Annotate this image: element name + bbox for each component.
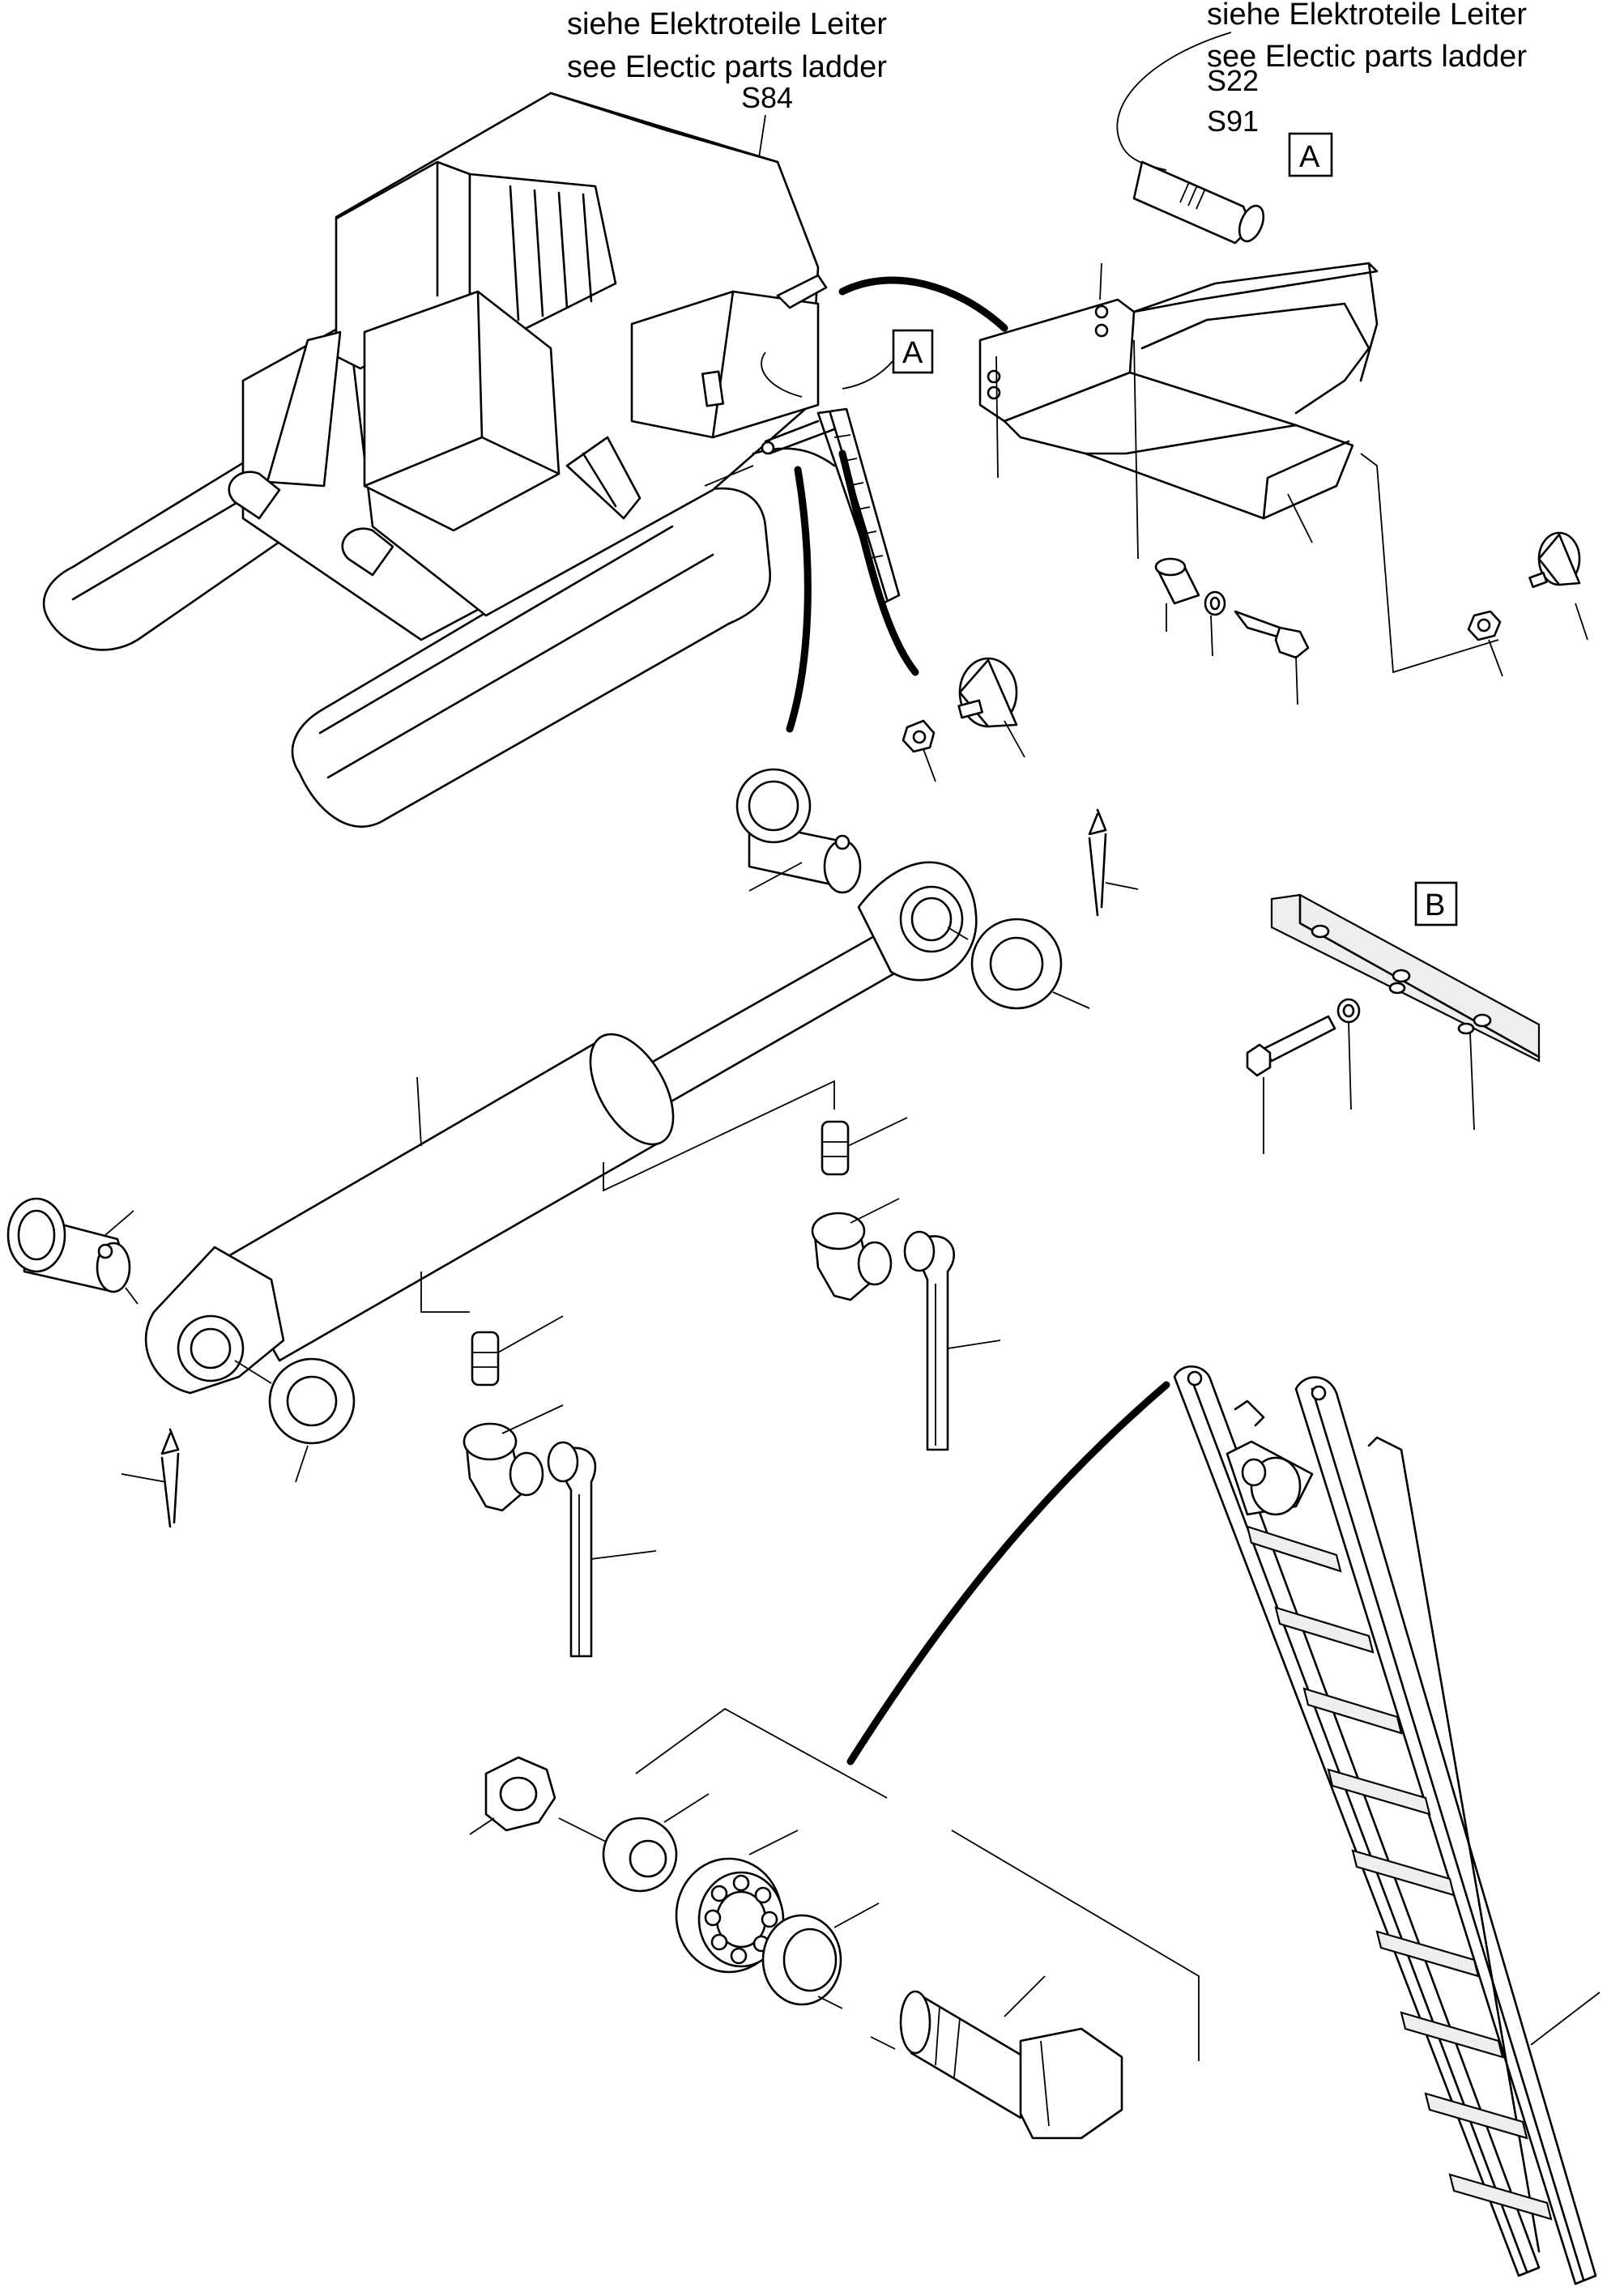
hose-assembly-lower — [462, 1315, 657, 1658]
callout-right-ref-s91: S91 — [1207, 104, 1259, 138]
callout-left-english: see Electic parts ladder — [567, 50, 887, 84]
leader-bracket-a — [838, 276, 1008, 332]
callout-right-german: siehe Elektroteile Leiter — [1207, 0, 1527, 32]
detail-marker-a-top: A — [1288, 132, 1333, 177]
callout-right-english: see Electic parts ladder — [1207, 40, 1527, 74]
adapter-upper — [821, 1120, 850, 1176]
callout-left-german: siehe Elektroteile Leiter — [567, 7, 887, 41]
detail-marker-a-machine: A — [892, 329, 934, 374]
svg-text:A: A — [902, 336, 923, 370]
ladder-handrail — [1367, 1436, 1541, 2253]
bracket-a-rail — [1132, 262, 1379, 313]
boom-arm — [266, 330, 342, 488]
excavator-machine — [42, 92, 894, 828]
rubber-buffer-right — [1467, 531, 1588, 677]
bracket-a-assembly — [978, 262, 1499, 674]
leader-ladder — [846, 1381, 1170, 1766]
crawler-track-front — [291, 487, 772, 828]
hydraulic-cylinder-assembly — [6, 768, 1139, 1528]
svg-text:A: A — [1299, 140, 1320, 174]
bearing-assembly — [469, 1707, 1200, 2140]
cylinder-rod — [638, 930, 913, 1107]
detail-marker-b-bracket: B — [1414, 881, 1458, 926]
electric-box-s84 — [701, 370, 724, 407]
svg-text:B: B — [1425, 888, 1445, 922]
bracket-b-assembly — [1246, 893, 1541, 1154]
hose-assembly-upper — [811, 1117, 1001, 1451]
leader-cylinder — [786, 466, 812, 733]
leader-gusset — [838, 449, 919, 676]
cotter-pin-top — [1088, 808, 1107, 917]
cotter-pin-bottom — [160, 1428, 180, 1528]
adapter-lower — [471, 1331, 500, 1387]
ladder-rungs — [1246, 1525, 1553, 2221]
callout-right-ref-s22: S22 — [1207, 64, 1259, 97]
access-ladder — [1173, 1365, 1601, 2285]
rubber-buffer-middle — [902, 657, 1025, 782]
proximity-sensor — [1116, 32, 1265, 245]
bracket-a-hardware — [1154, 557, 1310, 705]
callout-right: siehe Elektroteile Leiter see Electic pa… — [1207, 0, 1527, 138]
callout-left: siehe Elektroteile Leiter see Electic pa… — [567, 7, 887, 357]
hex-bolt-b — [1262, 1015, 1336, 1063]
callout-left-ref-s84: S84 — [741, 81, 793, 114]
